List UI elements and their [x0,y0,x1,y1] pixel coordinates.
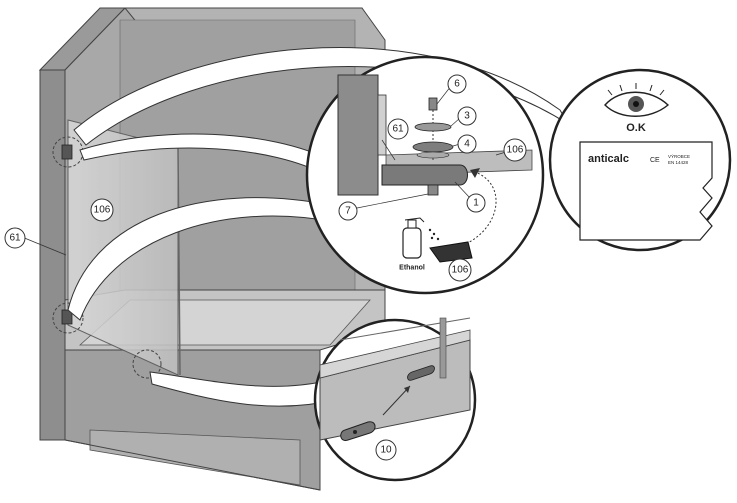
callout-1 [466,193,486,213]
callout-106-cloth-text: 106 [452,265,469,276]
spray-bottle-icon [402,217,440,259]
callout-61-zoom [387,118,409,140]
callout-3 [457,106,477,126]
callout-4-text: 4 [464,139,470,150]
zoom-wall [337,74,379,196]
hinge-top [61,144,73,160]
callout-4 [457,134,477,154]
eye-icon [604,83,670,117]
rim-slot [407,365,435,381]
zoom-glass-edge [439,317,447,379]
zoom-hinge-detail: 6 3 4 106 61 7 1 Ethanol [305,55,545,295]
cloth-icon [429,241,473,263]
callout-106-glass [90,198,114,222]
callout-6 [447,74,467,94]
callout-61-main-text: 61 [9,233,21,244]
zoom-base-detail: 10 [313,317,477,482]
screw-6 [428,97,438,111]
washer-3 [414,122,452,132]
ethanol-label: Ethanol [399,265,425,272]
zoom-hinge-body [381,164,468,186]
callout-106-glass-text: 106 [94,205,111,216]
callout-10-text: 10 [380,445,392,456]
callout-61-zoom-text: 61 [392,124,404,135]
part-10 [340,421,376,442]
callout-6-text: 6 [454,79,460,90]
zoom-label-check: O.K anticalc CE VÝROBCE EN 14428 [548,68,732,252]
ce-mark: CE [650,157,660,164]
bathtub-front-panel [89,429,301,486]
detail-circle-base [132,349,162,379]
callout-106-cloth [448,258,472,282]
label-card [579,141,713,241]
left-wall [39,69,66,441]
callout-61-main [4,227,26,249]
callout-1-text: 1 [473,198,479,209]
ok-text: O.K [626,122,646,134]
label-line-2: EN 14428 [668,160,689,165]
callout-106-top-text: 106 [507,145,524,156]
detail-circle-bottom [52,302,84,334]
callout-106-top [503,138,527,162]
brand-text: anticalc [588,153,629,165]
hinge-bottom [61,309,73,325]
callout-7 [338,201,358,221]
arrow-icon [454,171,497,249]
callout-10 [375,439,397,461]
callout-7-text: 7 [345,206,351,217]
label-line-1: VÝROBCE [668,153,690,159]
callout-3-text: 3 [464,111,470,122]
washer-4 [412,141,454,153]
